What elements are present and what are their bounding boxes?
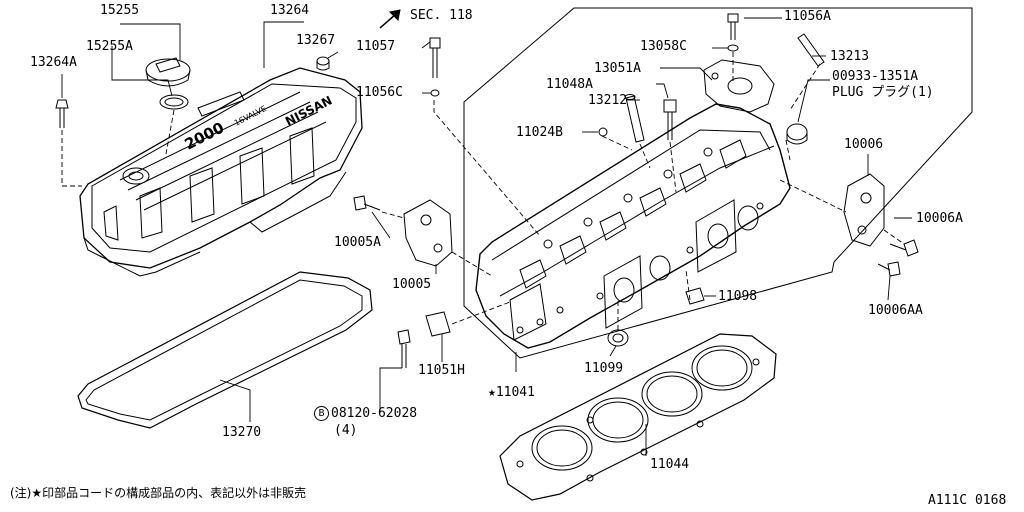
label-00933-1351a: 00933-1351A — [832, 69, 919, 84]
rocker-cover — [79, 67, 363, 277]
label-plug: PLUG プラグ(1) — [832, 85, 934, 100]
bolt-part-number: 08120-62028 — [331, 406, 418, 421]
bolt-11051h — [425, 311, 451, 337]
footnote: (注)★印部品コードの構成部品の内、表記以外は非販売 — [10, 486, 307, 500]
sec-arrow-icon — [379, 9, 401, 29]
label-13212: 13212 — [588, 93, 628, 108]
bolt-10006aa — [877, 261, 901, 277]
label-bolt-qty: (4) — [334, 423, 358, 438]
label-11057: 11057 — [356, 39, 396, 54]
label-13213: 13213 — [830, 49, 870, 64]
plug-11024b — [598, 127, 608, 137]
label-13058c: 13058C — [640, 39, 687, 54]
label-15255a: 15255A — [86, 39, 133, 54]
label-11041: ★11041 — [488, 385, 535, 400]
label-15255: 15255 — [100, 3, 140, 18]
label-10005: 10005 — [392, 277, 432, 292]
label-10006a: 10006A — [916, 211, 963, 226]
stud-11057 — [429, 37, 441, 78]
label-13264a: 13264A — [30, 55, 77, 70]
label-13264: 13264 — [270, 3, 310, 18]
stud-11048a — [663, 99, 677, 140]
label-13051a: 13051A — [594, 61, 641, 76]
sealing-plug — [786, 123, 808, 145]
bolt-10006a — [889, 239, 919, 257]
dowel-13213 — [797, 33, 825, 67]
label-sec-118: SEC. 118 — [410, 8, 473, 23]
label-11044: 11044 — [650, 457, 690, 472]
label-11099: 11099 — [584, 361, 624, 376]
label-11024b: 11024B — [516, 125, 563, 140]
cover-bolt — [55, 99, 69, 128]
engine-bracket-front — [403, 199, 453, 267]
bolt-08120 — [397, 329, 411, 368]
valve-guide-13212 — [624, 94, 645, 143]
label-13270: 13270 — [222, 425, 262, 440]
label-13267: 13267 — [296, 33, 336, 48]
label-11051h: 11051H — [418, 363, 465, 378]
leader-lines — [61, 17, 912, 456]
figure-code: A111C 0168 — [928, 493, 1007, 508]
pcv-cap — [316, 56, 330, 71]
assembly-frame — [463, 7, 973, 359]
cover-engine-text: 2000 — [182, 119, 227, 154]
label-11098: 11098 — [718, 289, 758, 304]
filler-cap-seal — [159, 94, 189, 110]
washer-11056c — [430, 89, 440, 97]
label-10006: 10006 — [844, 137, 884, 152]
cam-bracket — [703, 59, 775, 113]
assembly-lines — [61, 52, 905, 330]
plug-11098 — [685, 287, 705, 305]
cylinder-head — [475, 103, 791, 349]
label-10005a: 10005A — [334, 235, 381, 250]
rocker-cover-gasket — [77, 271, 373, 429]
cover-valve-text: 16VALVE — [233, 104, 268, 128]
bolt-10005a — [353, 195, 381, 211]
head-gasket — [499, 333, 777, 501]
head-bolt-11056a — [727, 13, 739, 40]
label-11056c: 11056C — [356, 85, 403, 100]
engine-bracket-rear — [843, 173, 885, 247]
label-10006aa: 10006AA — [868, 303, 923, 318]
label-11048a: 11048A — [546, 77, 593, 92]
washer-13058c — [727, 44, 739, 52]
bolt-b-mark: B — [314, 406, 329, 421]
label-11056a: 11056A — [784, 9, 831, 24]
